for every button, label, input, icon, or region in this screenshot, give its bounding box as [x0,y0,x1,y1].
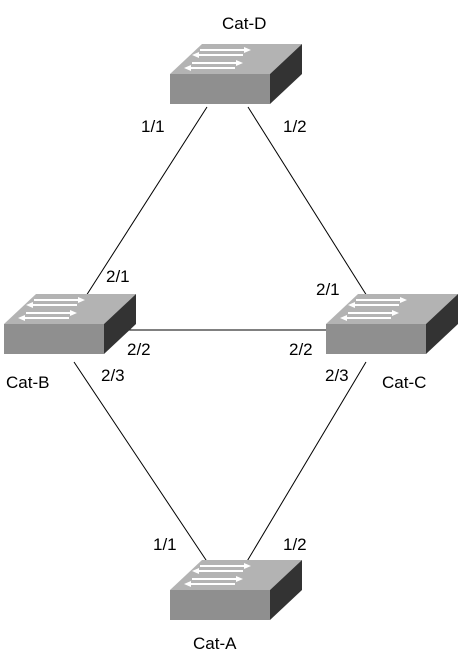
switch-icon [326,294,458,354]
link-cat-c-cat-a [245,361,367,564]
port-label-cat-b-2-3: 2/3 [101,366,125,385]
switch-label-cat-a: Cat-A [193,634,237,653]
switch-top-face [170,44,302,74]
port-label-cat-c-2-2: 2/2 [289,340,313,359]
switch-top-face [326,294,458,324]
switch-side-face [426,294,458,354]
port-label-cat-c-2-3: 2/3 [325,366,349,385]
arrowhead-icon [392,310,399,316]
port-label-cat-d-1-2: 1/2 [283,117,307,136]
switch-front-face [4,324,104,354]
port-label-cat-a-1-2: 1/2 [283,535,307,554]
switch-icon [170,560,302,620]
arrowhead-icon [192,52,199,58]
switch-front-face [170,590,270,620]
arrowhead-icon [244,47,251,53]
switch-front-face [326,324,426,354]
arrowhead-icon [236,576,243,582]
port-label-cat-c-2-1: 2/1 [316,280,340,299]
switch-top-face [4,294,136,324]
arrowhead-icon [26,302,33,308]
switch-label-cat-b: Cat-B [6,373,50,392]
port-label-cat-d-1-1: 1/1 [141,117,165,136]
switch-icon [4,294,136,354]
arrowhead-icon [78,297,85,303]
arrowhead-icon [236,60,243,66]
switches [4,44,458,620]
arrowhead-icon [192,568,199,574]
arrowhead-icon [184,581,191,587]
arrowhead-icon [400,297,407,303]
switch-top-face [170,560,302,590]
arrowhead-icon [340,315,347,321]
port-label-cat-a-1-1: 1/1 [153,535,177,554]
switch-side-face [270,560,302,620]
link-cat-b-cat-a [73,361,209,564]
arrowhead-icon [244,563,251,569]
port-label-cat-b-2-2: 2/2 [127,340,151,359]
switch-label-cat-d: Cat-D [222,14,267,33]
link-cat-d-cat-b [85,106,208,297]
switch-label-cat-c: Cat-C [382,373,427,392]
arrowhead-icon [348,302,355,308]
arrowhead-icon [18,315,25,321]
link-cat-d-cat-c [247,106,368,297]
switch-side-face [270,44,302,104]
switch-side-face [104,294,136,354]
arrowhead-icon [70,310,77,316]
switch-icon [170,44,302,104]
arrowhead-icon [184,65,191,71]
port-label-cat-b-2-1: 2/1 [106,267,130,286]
switch-front-face [170,74,270,104]
